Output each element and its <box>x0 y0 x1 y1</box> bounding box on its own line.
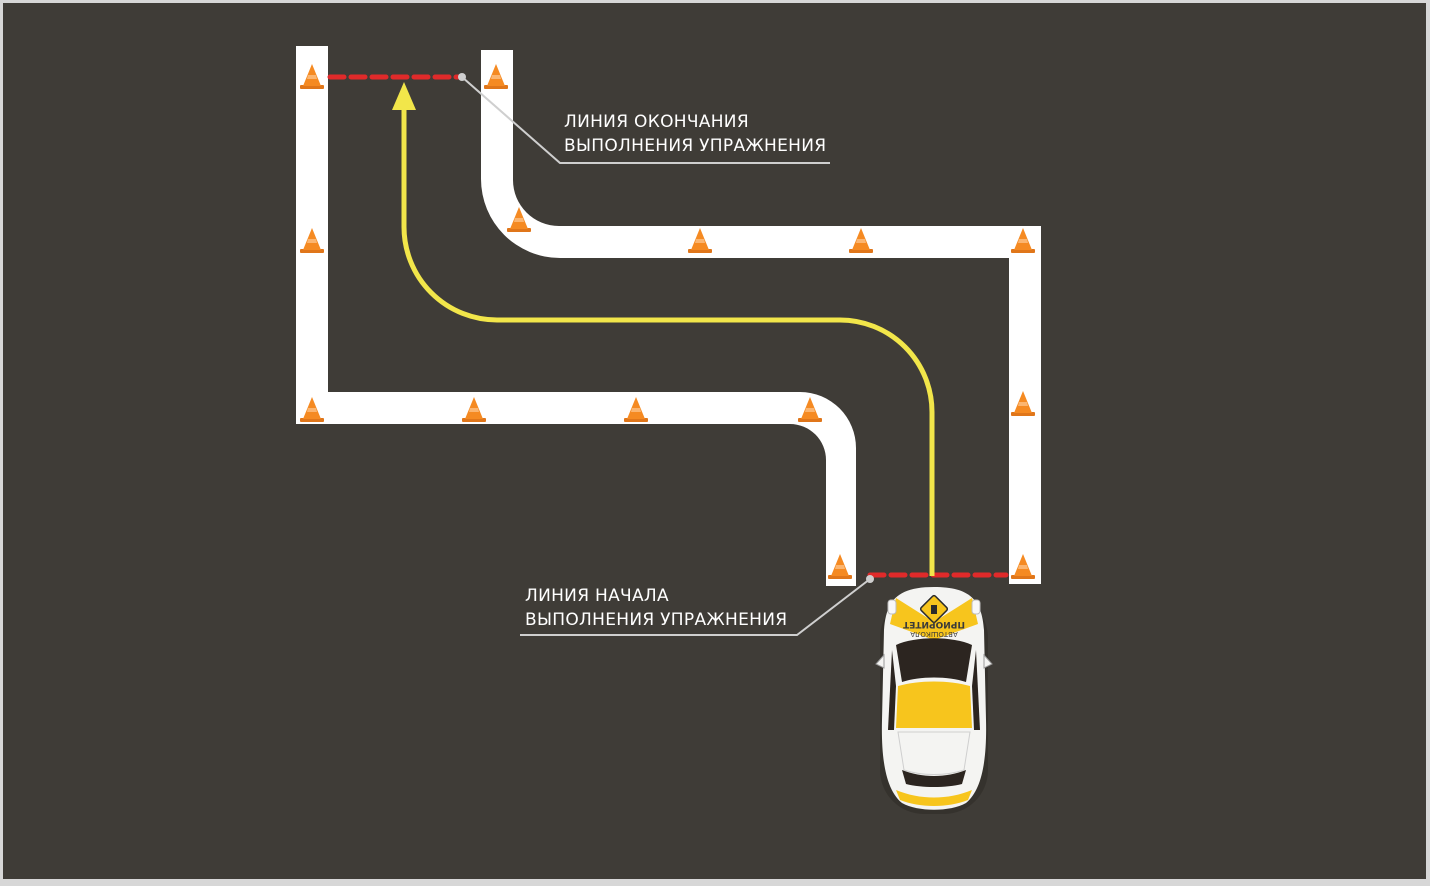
traffic-cone-icon <box>624 397 648 422</box>
traffic-cone-icon <box>1011 391 1035 416</box>
traffic-cone-icon <box>828 554 852 579</box>
traffic-cone-icon <box>300 228 324 253</box>
car-brand-line1: АВТОШКОЛА <box>910 630 958 638</box>
finish-label-line2: ВЫПОЛНЕНИЯ УПРАЖНЕНИЯ <box>564 136 826 156</box>
car-top-view-icon: АВТОШКОЛА ПРИОРИТЕТ <box>875 587 993 814</box>
traffic-cone-icon <box>688 228 712 253</box>
start-label-line2: ВЫПОЛНЕНИЯ УПРАЖНЕНИЯ <box>525 610 787 630</box>
finish-callout: ЛИНИЯ ОКОНЧАНИЯ ВЫПОЛНЕНИЯ УПРАЖНЕНИЯ <box>458 73 830 164</box>
start-label-line1: ЛИНИЯ НАЧАЛА <box>525 586 669 606</box>
asphalt-background <box>3 3 1426 879</box>
vehicle-trajectory <box>392 82 935 576</box>
car-brand-line2: ПРИОРИТЕТ <box>902 619 965 629</box>
traffic-cones <box>300 64 1035 579</box>
traffic-cone-icon <box>462 397 486 422</box>
traffic-cone-icon <box>849 228 873 253</box>
start-callout: ЛИНИЯ НАЧАЛА ВЫПОЛНЕНИЯ УПРАЖНЕНИЯ <box>520 575 874 636</box>
traffic-cone-icon <box>1011 554 1035 579</box>
traffic-cone-icon <box>1011 228 1035 253</box>
traffic-cone-icon <box>507 207 531 232</box>
arrow-head-icon <box>392 82 416 110</box>
traffic-cone-icon <box>798 397 822 422</box>
traffic-cone-icon <box>300 64 324 89</box>
traffic-cone-icon <box>300 397 324 422</box>
traffic-cone-icon <box>484 64 508 89</box>
finish-label-line1: ЛИНИЯ ОКОНЧАНИЯ <box>564 112 749 132</box>
